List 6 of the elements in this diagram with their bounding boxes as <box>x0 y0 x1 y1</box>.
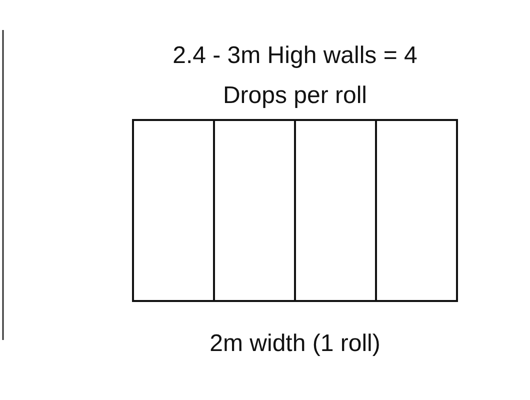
roll-drop-panel <box>375 119 458 302</box>
roll-drop-panel <box>132 119 215 302</box>
caption-text: 2.4 - 3m High walls = 4 Drops per roll <box>172 41 418 111</box>
caption-text: 2m width (1 roll) <box>208 329 382 359</box>
roll-drop-panel <box>294 119 377 302</box>
roll-drop-panel <box>213 119 296 302</box>
